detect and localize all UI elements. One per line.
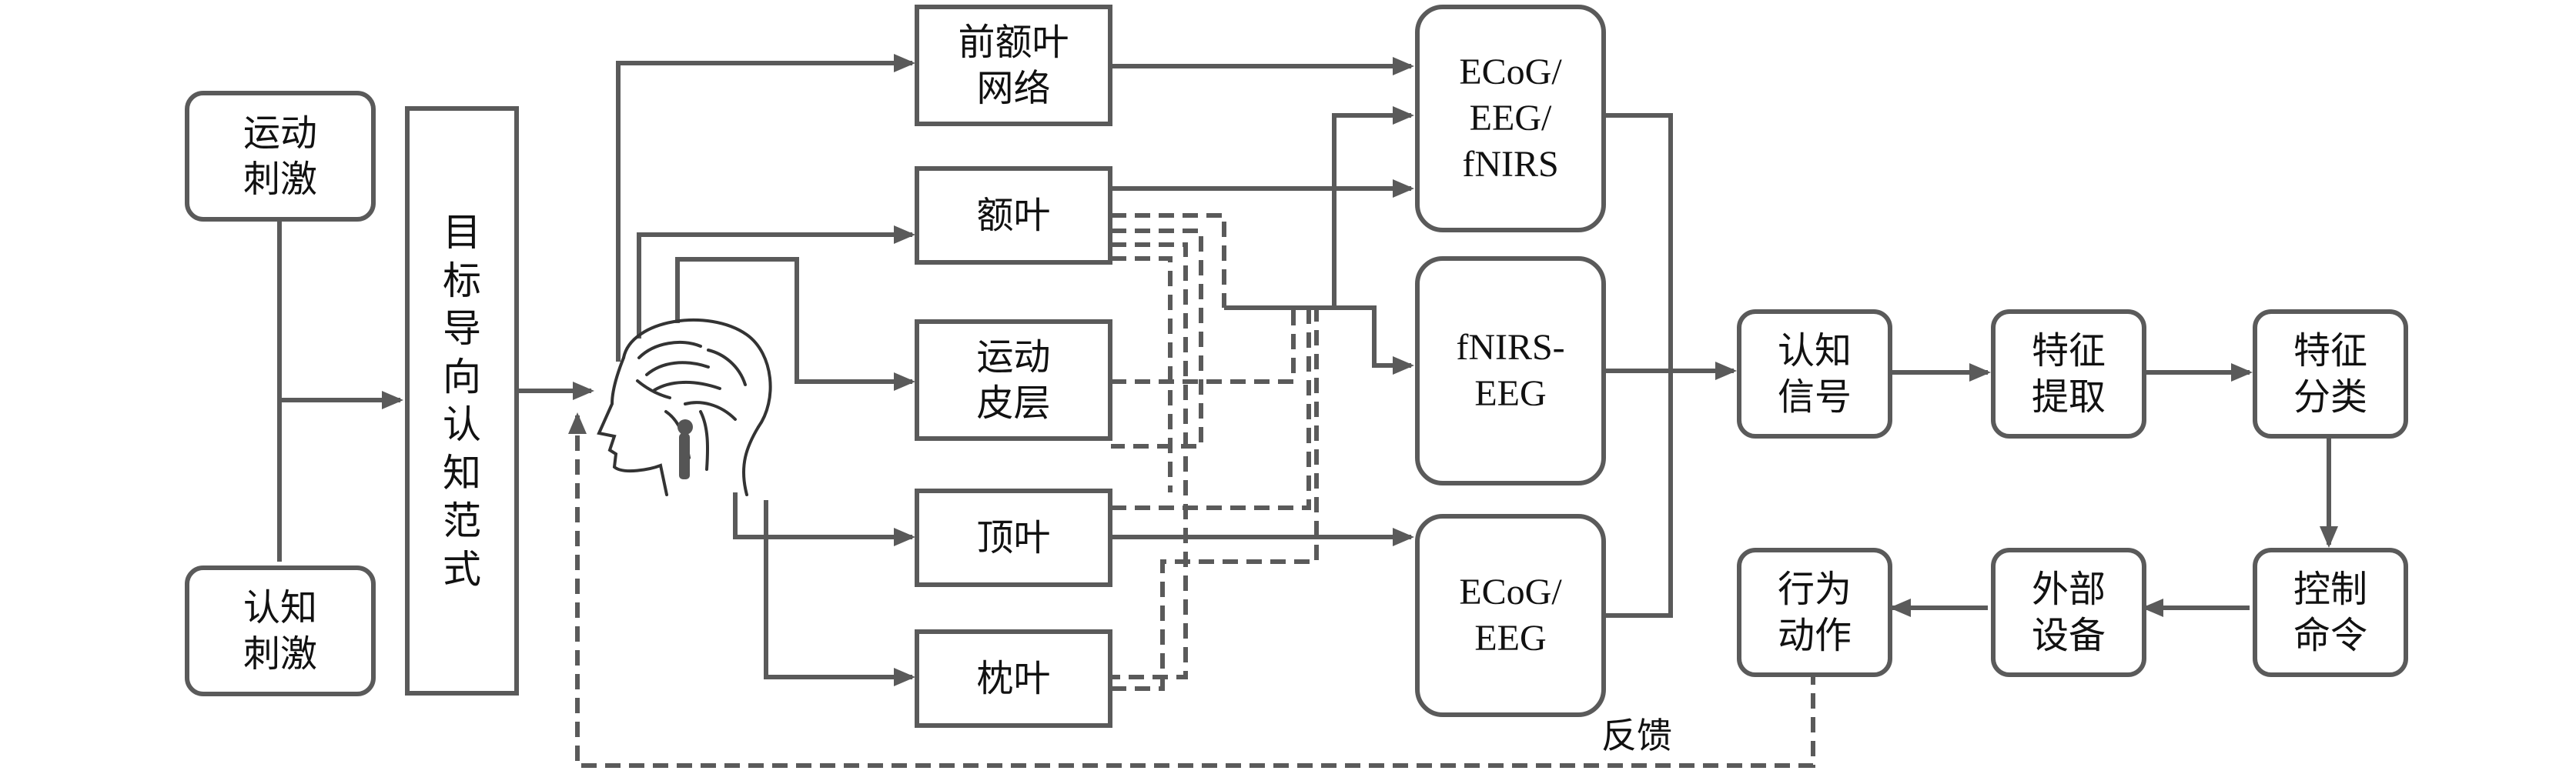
modality-top-line-1: ECoG/ <box>1459 52 1562 92</box>
prefrontal-line-2: 网络 <box>976 67 1051 110</box>
cognitive-signal-box: 认知 信号 <box>1737 309 1892 439</box>
frontal-dashed-3 <box>1111 242 1188 679</box>
cognitive-stimulus-line-2: 刺激 <box>243 632 317 676</box>
modality-middle-line-2: EEG <box>1474 373 1547 414</box>
paradigm-char: 范 <box>443 499 481 543</box>
paradigm-char: 知 <box>443 450 481 495</box>
parietal-lobe-box: 顶叶 <box>915 489 1112 587</box>
action-line-2: 动作 <box>1777 614 1852 657</box>
occipital-dashed <box>1111 308 1319 691</box>
motor-cortex-box: 运动 皮层 <box>915 319 1112 441</box>
paradigm-char: 认 <box>443 402 481 447</box>
paradigm-char: 式 <box>443 546 481 592</box>
occipital-lobe-label: 枕叶 <box>976 657 1051 700</box>
frontal-lobe-box: 额叶 <box>915 166 1112 265</box>
prefrontal-line-1: 前额叶 <box>958 21 1069 64</box>
cognitive-stimulus-box: 认知 刺激 <box>185 565 376 696</box>
motor-stimulus-line-1: 运动 <box>243 112 317 155</box>
classification-line-2: 分类 <box>2293 375 2367 419</box>
action-line-1: 行为 <box>1777 568 1852 611</box>
signal-line-1: 认知 <box>1777 329 1852 372</box>
brain-to-occipital-arrow <box>764 500 915 686</box>
extraction-line-1: 特征 <box>2031 329 2106 372</box>
modality-top-line-2: EEG/ <box>1469 98 1552 138</box>
paradigm-char: 标 <box>443 258 481 303</box>
paradigm-box: 目 标 导 向 认 知 范 式 <box>405 106 519 696</box>
frontal-dashed-4 <box>1111 256 1173 492</box>
cognitive-stimulus-line-1: 认知 <box>243 586 317 629</box>
external-device-box: 外部 设备 <box>1991 548 2146 677</box>
parietal-dashed <box>1111 308 1311 510</box>
motor-stimulus-line-2: 刺激 <box>243 158 317 201</box>
ecog-eeg-box: ECoG/ EEG <box>1415 514 1606 717</box>
motor-cortex-line-2: 皮层 <box>976 382 1051 425</box>
brain-to-parietal-arrow <box>733 492 915 546</box>
frontal-lobe-label: 额叶 <box>976 194 1051 237</box>
modality-top-line-3: fNIRS <box>1462 144 1559 185</box>
command-line-1: 控制 <box>2293 568 2367 611</box>
feature-classification-box: 特征 分类 <box>2253 309 2408 439</box>
behavior-action-box: 行为 动作 <box>1737 548 1892 677</box>
motor-stimulus-box: 运动 刺激 <box>185 91 376 222</box>
motor-dashed <box>1111 308 1296 384</box>
ecog-eeg-fnirs-box: ECoG/ EEG/ fNIRS <box>1415 5 1606 232</box>
junction-to-middle-arrow <box>1334 305 1414 375</box>
occipital-lobe-box: 枕叶 <box>915 629 1112 728</box>
device-line-1: 外部 <box>2031 568 2106 611</box>
modality-bottom-line-2: EEG <box>1474 618 1547 659</box>
extraction-line-2: 提取 <box>2031 375 2106 419</box>
control-command-box: 控制 命令 <box>2253 548 2408 677</box>
paradigm-char: 目 <box>443 210 481 255</box>
frontal-dashed-2 <box>1111 229 1203 449</box>
fnirs-eeg-box: fNIRS- EEG <box>1415 256 1606 485</box>
brain-to-prefrontal-arrow <box>616 54 915 362</box>
prefrontal-network-box: 前额叶 网络 <box>915 5 1112 126</box>
top-modality-out-line <box>1603 113 1673 618</box>
command-line-2: 命令 <box>2293 614 2367 657</box>
feedback-dashed-line <box>568 412 1815 768</box>
frontal-dashed-1 <box>1111 213 1226 308</box>
brain-to-frontal-arrow <box>637 225 915 339</box>
modality-middle-line-1: fNIRS- <box>1456 327 1565 368</box>
brain-head-icon <box>597 319 772 496</box>
paradigm-char: 导 <box>443 306 481 351</box>
parietal-lobe-label: 顶叶 <box>976 516 1051 559</box>
feature-extraction-box: 特征 提取 <box>1991 309 2146 439</box>
device-line-2: 设备 <box>2031 614 2106 657</box>
signal-line-2: 信号 <box>1777 375 1852 419</box>
junction-to-top-arrow <box>1224 106 1414 310</box>
brain-to-motor-cortex-arrow <box>675 257 915 391</box>
modality-bottom-line-1: ECoG/ <box>1459 572 1562 612</box>
paradigm-char: 向 <box>443 354 481 399</box>
classification-line-1: 特征 <box>2293 329 2367 372</box>
feedback-label: 反馈 <box>1601 715 1672 756</box>
motor-cortex-line-1: 运动 <box>976 335 1051 379</box>
